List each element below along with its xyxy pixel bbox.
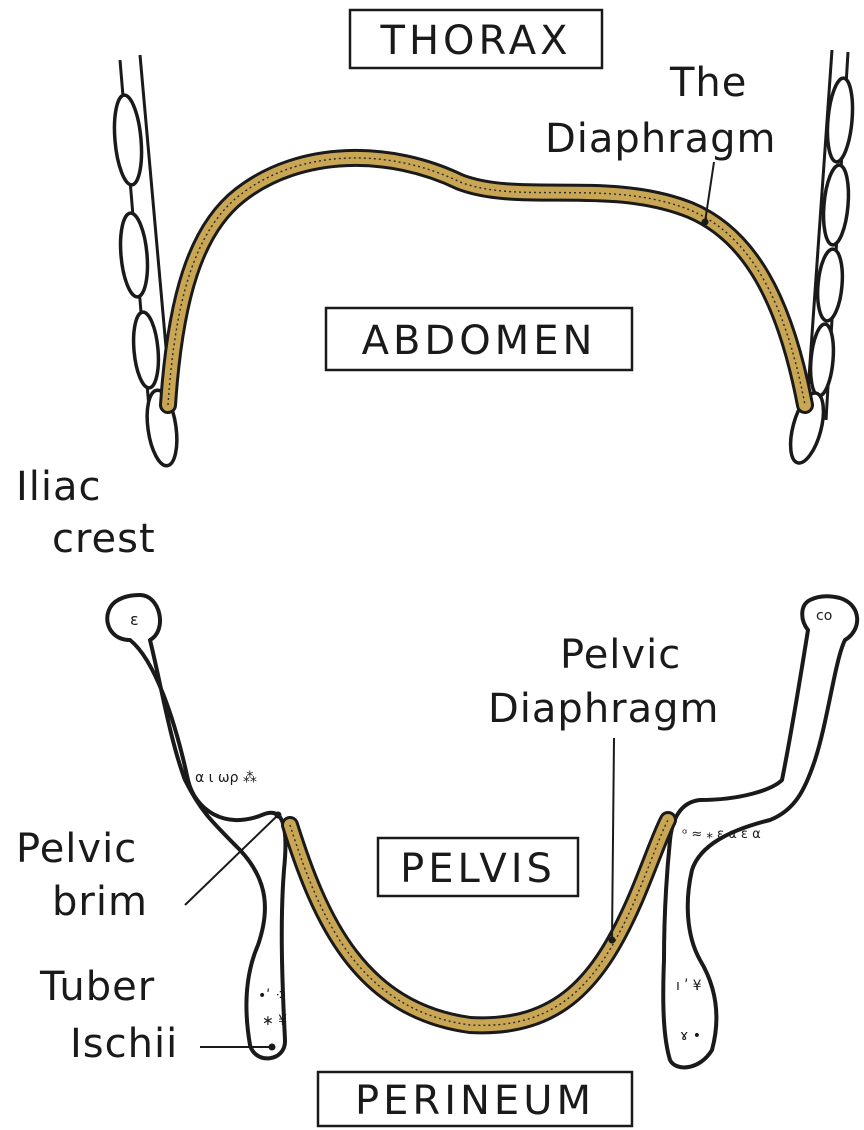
bone-marking: ı ʹ ¥ — [676, 978, 702, 994]
diaphragm-label-line1: The — [669, 60, 747, 106]
right-rib-wall — [784, 50, 855, 466]
bone-marking: ɤ • — [680, 1028, 701, 1044]
pelvic-brim-label-line1: Pelvic — [16, 826, 137, 872]
abdomen-region-label: ABDOMEN — [326, 308, 632, 370]
left-costal-cartilage — [111, 94, 145, 186]
pelvis-text: PELVIS — [400, 846, 556, 892]
bone-marking: ∗ ¥ — [262, 1013, 287, 1029]
iliac-crest-label: Iliac crest — [16, 464, 156, 562]
right-costal-cartilage — [821, 164, 852, 246]
left-costal-cartilage — [117, 212, 150, 298]
bone-marking: ᵅ ≈ ⁎ ε α ε α — [682, 827, 761, 842]
tuber-ischii-label-line1: Tuber — [39, 964, 155, 1010]
perineum-text: PERINEUM — [355, 1078, 595, 1124]
abdomen-text: ABDOMEN — [362, 318, 597, 364]
pelvic-diaphragm-label: Pelvic Diaphragm — [488, 632, 719, 732]
pelvis-region-label: PELVIS — [378, 838, 578, 896]
bone-marking: •ʹ ⁘ — [258, 988, 286, 1004]
perineum-region-label: PERINEUM — [318, 1072, 632, 1126]
right-hip-bone: co ᵅ ≈ ⁎ ε α ε α ı ʹ ¥ ɤ • — [663, 596, 857, 1067]
right-costal-cartilage — [815, 248, 845, 322]
diaphragm-label-line2: Diaphragm — [545, 116, 776, 162]
pelvic-diaphragm-leader — [612, 738, 614, 940]
bone-marking: ε — [130, 610, 139, 629]
diaphragm-label: The Diaphragm — [545, 60, 776, 162]
pelvic-brim-label-line2: brim — [52, 879, 148, 925]
thorax-region-label: THORAX — [350, 10, 602, 68]
left-costal-cartilage — [131, 311, 162, 389]
tuber-ischii-label-line2: Ischii — [70, 1021, 178, 1067]
iliac-crest-label-line2: crest — [52, 516, 156, 562]
bone-marking: α ι ωρ ⁂ — [195, 770, 257, 786]
pelvic-diaphragm-label-line2: Diaphragm — [488, 686, 719, 732]
diaphragm-leader-dot — [702, 219, 709, 226]
iliac-crest-label-line1: Iliac — [16, 464, 102, 510]
pelvic-brim-leader-dot — [275, 812, 282, 819]
tuber-ischii-label: Tuber Ischii — [39, 964, 178, 1067]
tuber-ischii-leader-dot — [269, 1044, 276, 1051]
thorax-text: THORAX — [380, 18, 572, 64]
pelvic-brim-label: Pelvic brim — [16, 826, 148, 925]
pelvic-diaphragm-leader-dot — [609, 937, 616, 944]
bone-marking: co — [816, 608, 832, 624]
pelvic-diaphragm-label-line1: Pelvic — [560, 632, 681, 678]
